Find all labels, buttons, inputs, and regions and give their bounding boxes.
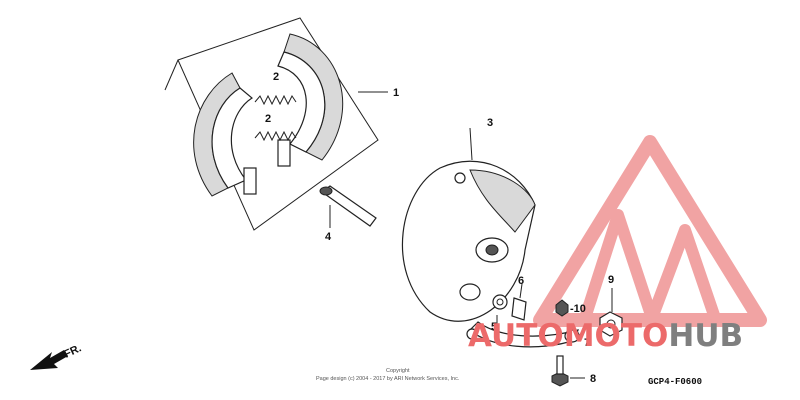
watermark-logo (533, 135, 767, 327)
indicator-plate-6 (511, 283, 527, 321)
brake-panel (401, 127, 536, 322)
seal-5 (492, 294, 508, 325)
direction-label: FR. (62, 342, 83, 360)
callout-4: 4 (325, 231, 332, 243)
diagram-code: GCP4-F0600 (648, 377, 702, 387)
spring-lower (254, 130, 297, 142)
nut-10 (555, 299, 569, 317)
watermark-part-1: AUTOMOTO (468, 318, 668, 354)
callout-9: 9 (608, 274, 614, 286)
callout-7: 7 (584, 337, 590, 349)
callout-6: 6 (518, 275, 524, 287)
callout-5: 5 (491, 321, 497, 333)
watermark-part-2: HUB (668, 318, 743, 354)
copyright-line-2: Page design (c) 2004 - 2017 by ARI Netwo… (316, 376, 460, 382)
callout-2-lower: 2 (265, 113, 271, 125)
callout-3: 3 (487, 117, 493, 129)
brake-shoe-kit (164, 17, 388, 231)
callout-2-upper: 2 (273, 71, 279, 83)
nut-9 (599, 288, 623, 337)
callout-10: -10 (570, 303, 586, 315)
front-direction-arrow: FR. (30, 342, 83, 370)
copyright-line-1: Copyright (386, 368, 410, 374)
callout-8: 8 (590, 373, 596, 385)
bolt-8 (551, 355, 585, 387)
callout-1: 1 (393, 87, 399, 99)
brake-cam (319, 185, 377, 228)
watermark-text: AUTOMOTOHUB (468, 318, 743, 354)
brake-arm-7 (466, 321, 580, 348)
spring-upper (254, 94, 297, 106)
